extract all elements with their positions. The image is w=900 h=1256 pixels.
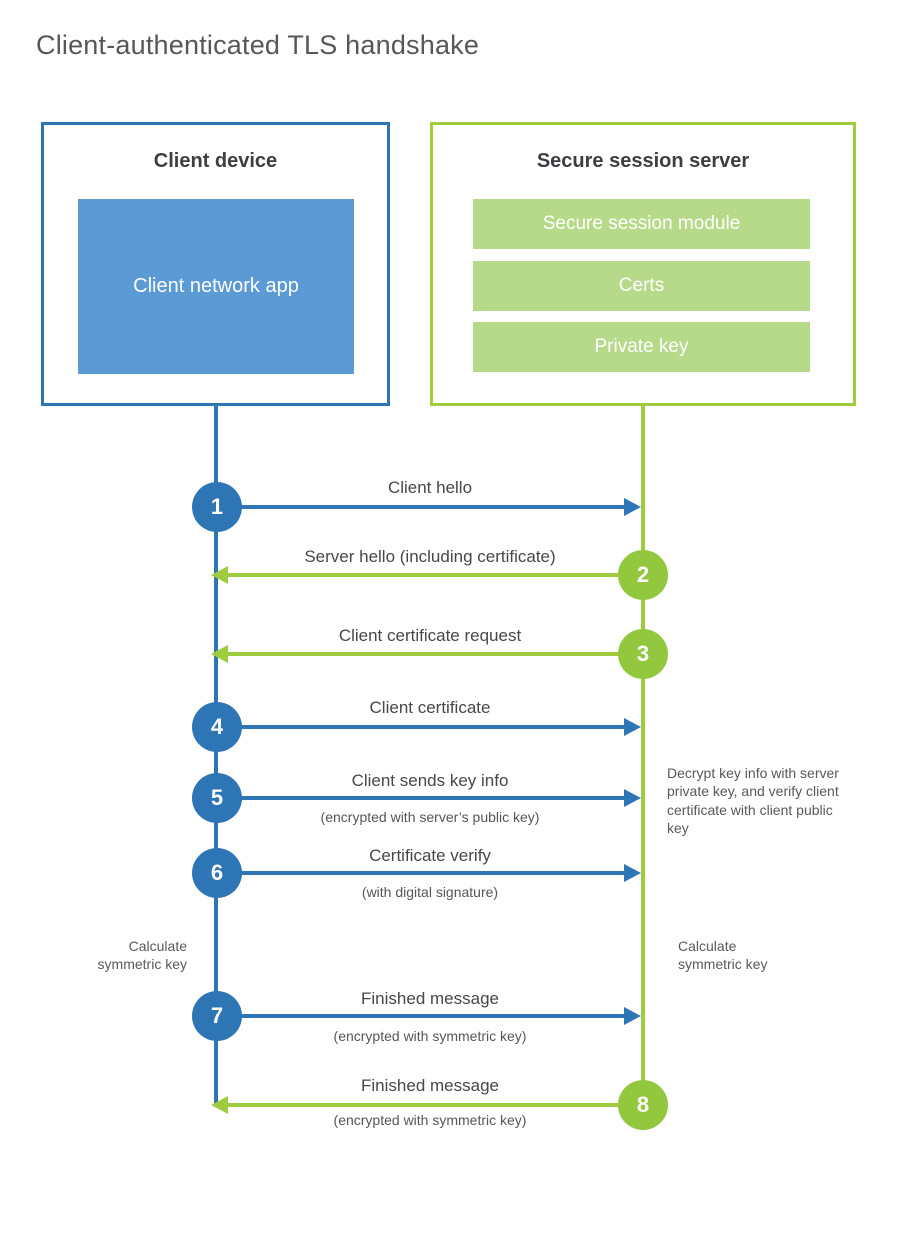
step6-label: Certificate verify [369,846,491,865]
step4-arrow-line [217,725,625,729]
step6-arrowhead-icon [624,864,641,882]
step7-arrow-line [217,1014,625,1018]
server-module-secure-session: Secure session module [473,199,810,249]
step7-arrowhead-icon [624,1007,641,1025]
page-title: Client-authenticated TLS handshake [36,30,480,60]
step5-label: Client sends key info [351,771,509,790]
step4-circle: 4 [192,702,242,752]
server-module-private-key: Private key [473,322,810,372]
step3-circle: 3 [618,629,668,679]
step4-arrowhead-icon [624,718,641,736]
step1-arrowhead-icon [624,498,641,516]
step1-circle: 1 [192,482,242,532]
step1-label: Client hello [387,478,473,497]
step7-label: Finished message [361,989,499,1008]
step2-circle: 2 [618,550,668,600]
step5-arrow-line [217,796,625,800]
decrypt-key-info-note: Decrypt key info with server private key… [667,765,839,837]
client-network-app-box: Client network app [78,199,354,374]
step8-sublabel: (encrypted with symmetric key) [333,1112,527,1128]
step2-label: Server hello (including certificate) [304,547,556,566]
step8-label: Finished message [361,1076,499,1095]
step8-arrow-line [227,1103,643,1107]
step1-arrow-line [217,505,625,509]
step8-circle: 8 [618,1080,668,1130]
step5-arrowhead-icon [624,789,641,807]
step8-arrowhead-icon [211,1096,228,1114]
step3-arrow-line [227,652,643,656]
step6-circle: 6 [192,848,242,898]
step6-sublabel: (with digital signature) [361,884,499,900]
step3-arrowhead-icon [211,645,228,663]
client-lifeline [214,406,218,1107]
step7-circle: 7 [192,991,242,1041]
step7-sublabel: (encrypted with symmetric key) [333,1028,527,1044]
step4-label: Client certificate [369,698,491,717]
step2-arrowhead-icon [211,566,228,584]
calc-symmetric-key-note-right: Calculate symmetric key [678,938,768,973]
step5-sublabel: (encrypted with server’s public key) [320,809,540,825]
secure-session-server-title: Secure session server [536,150,750,172]
calc-symmetric-key-note-left: Calculate symmetric key [97,938,187,973]
step2-arrow-line [227,573,643,577]
step3-label: Client certificate request [338,626,522,645]
step6-arrow-line [217,871,625,875]
server-module-certs: Certs [473,261,810,311]
step5-circle: 5 [192,773,242,823]
server-lifeline [641,406,645,1130]
client-device-title: Client device [153,150,278,172]
